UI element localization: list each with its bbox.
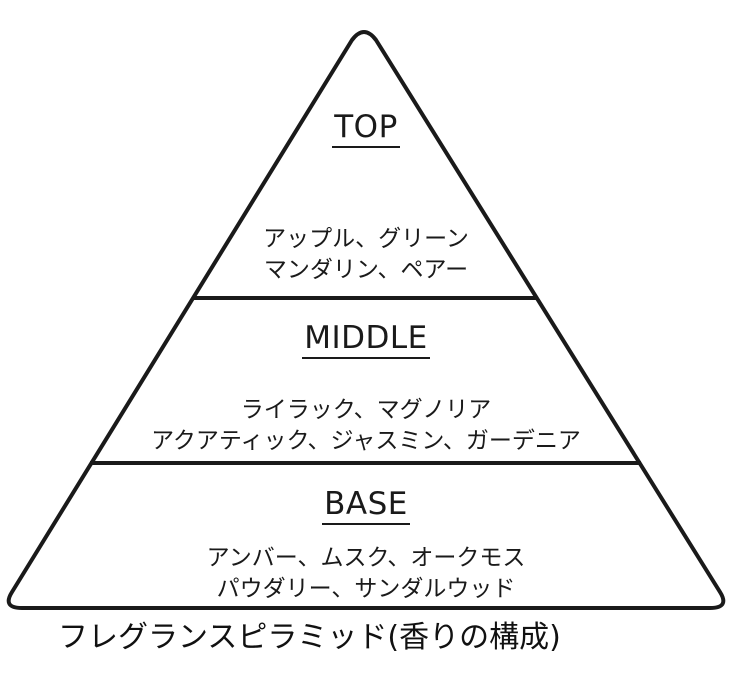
tier-base-note-line: アンバー、ムスク、オークモス [206, 545, 526, 571]
tier-top-notes: アップル、グリーン マンダリン、ペアー [0, 224, 732, 286]
pyramid-triangle [6, 30, 726, 610]
tier-middle-notes: ライラック、マグノリア アクアティック、ジャスミン、ガーデニア [0, 395, 732, 457]
tier-base-note-line: パウダリー、サンダルウッド [216, 576, 516, 602]
tier-middle-heading: MIDDLE [0, 323, 732, 359]
tier-top-heading: TOP [0, 112, 732, 148]
diagram-caption: フレグランスピラミッド(香りの構成) [58, 620, 561, 655]
tier-middle-note-line: アクアティック、ジャスミン、ガーデニア [151, 428, 581, 454]
tier-base-heading: BASE [0, 489, 732, 525]
tier-top-note-line: アップル、グリーン [263, 226, 469, 252]
tier-middle-note-line: ライラック、マグノリア [240, 397, 492, 423]
tier-base-notes: アンバー、ムスク、オークモス パウダリー、サンダルウッド [0, 543, 732, 605]
tier-top-note-line: マンダリン、ペアー [263, 257, 469, 283]
